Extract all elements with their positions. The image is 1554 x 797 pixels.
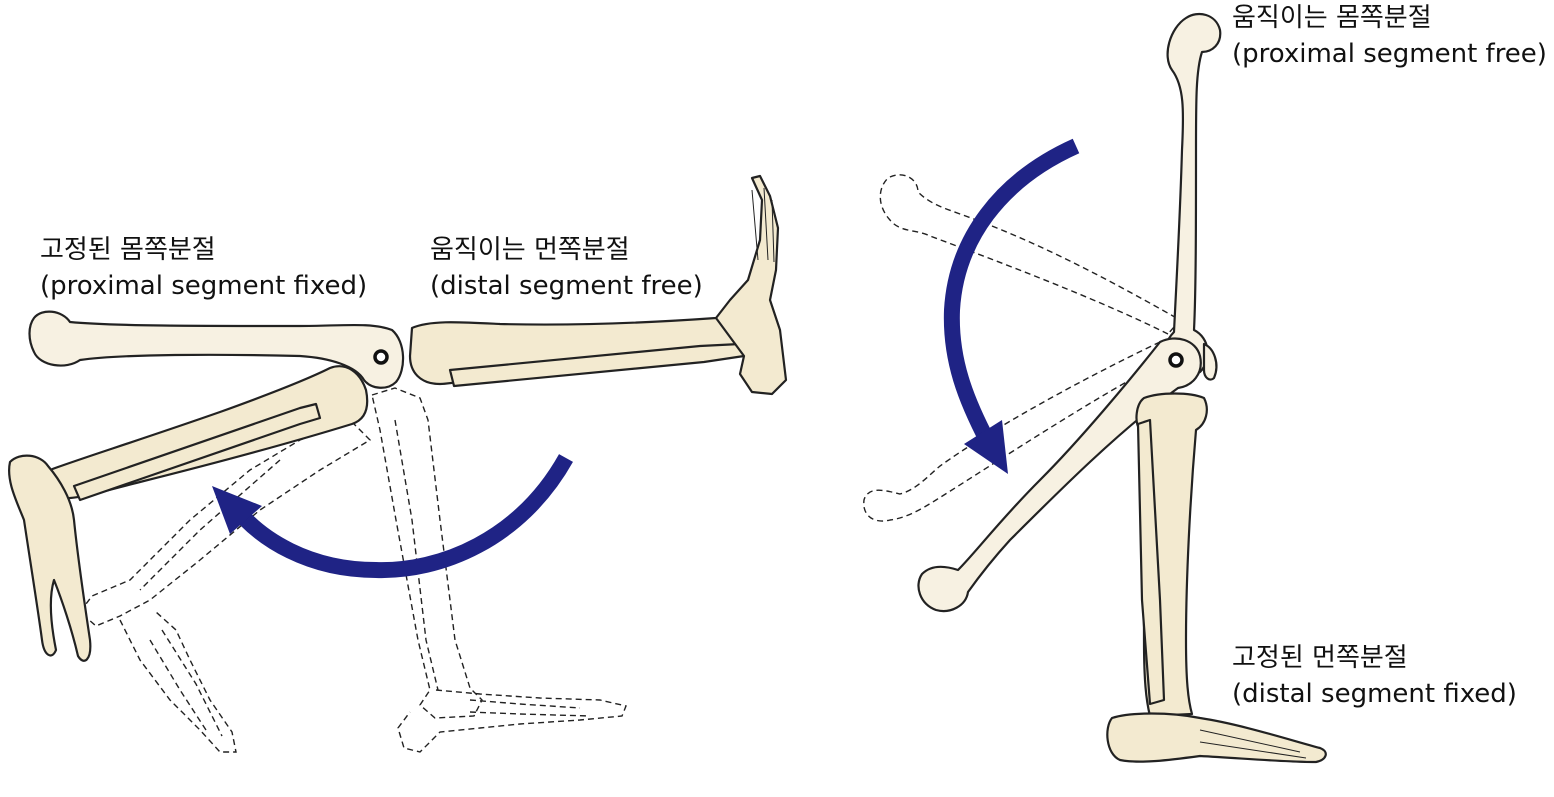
- label-left-proximal-ko: 고정된 몸쪽분절: [40, 235, 216, 265]
- left-lower-leg-forward: [8, 365, 369, 662]
- label-left-distal-free: 움직이는 먼쪽분절 (distal segment free): [430, 232, 703, 304]
- label-left-proximal-fixed: 고정된 몸쪽분절 (proximal segment fixed): [40, 232, 367, 304]
- right-femur-angled: [917, 337, 1218, 613]
- right-lower-leg-fixed: [1106, 392, 1327, 764]
- label-right-proximal-free: 움직이는 몸쪽분절 (proximal segment free): [1232, 0, 1547, 72]
- right-femur-upright: [1163, 12, 1222, 378]
- left-ghost-leg-mid: [79, 419, 372, 753]
- left-lower-leg-raised: [408, 174, 788, 396]
- right-ghost-femur-lower: [863, 341, 1171, 522]
- right-hip-pivot: [1168, 352, 1184, 368]
- right-rotation-arrow: [943, 138, 1080, 474]
- label-right-distal-fixed: 고정된 먼쪽분절 (distal segment fixed): [1232, 640, 1517, 712]
- left-rotation-arrow: [212, 454, 573, 579]
- left-femur: [28, 310, 405, 389]
- label-left-distal-ko: 움직이는 먼쪽분절: [430, 235, 630, 265]
- label-left-distal-en: (distal segment free): [430, 271, 703, 301]
- label-right-distal-en: (distal segment fixed): [1232, 679, 1517, 709]
- label-right-proximal-ko: 움직이는 몸쪽분절: [1232, 3, 1432, 33]
- left-ghost-leg: [371, 387, 627, 753]
- label-right-distal-ko: 고정된 먼쪽분절: [1232, 643, 1408, 673]
- right-ghost-femur-upper: [879, 174, 1182, 335]
- label-left-proximal-en: (proximal segment fixed): [40, 271, 368, 301]
- label-right-proximal-en: (proximal segment free): [1232, 39, 1547, 69]
- left-knee-pivot: [373, 349, 389, 365]
